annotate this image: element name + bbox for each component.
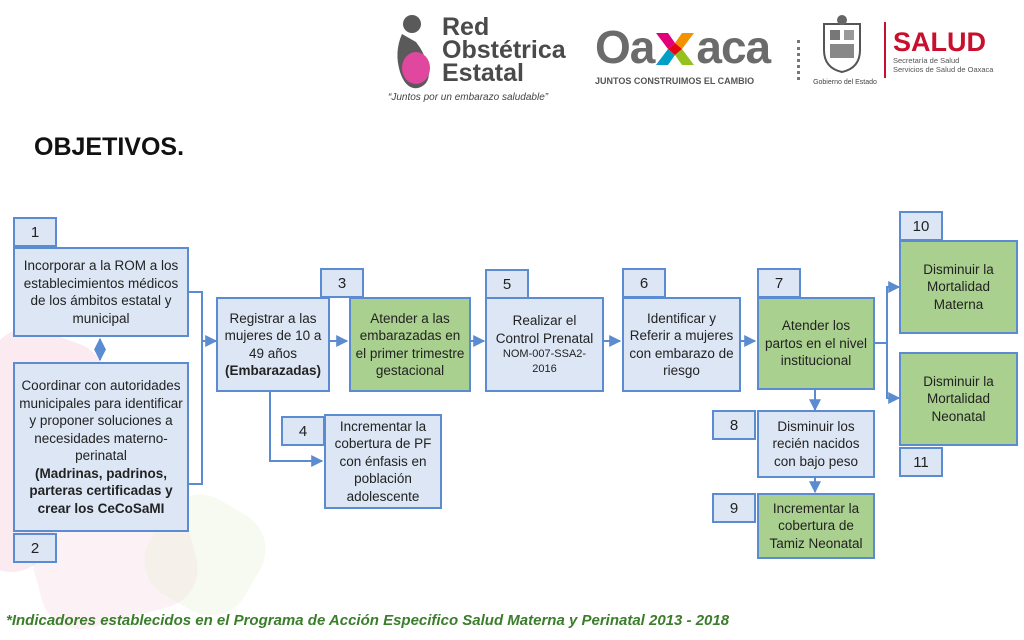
objective-4-text: Incrementar la cobertura de PF con énfas… [334,418,432,504]
objective-1-text: Incorporar a la ROM a los establecimient… [23,258,179,326]
objective-9-box: Incrementar la cobertura de Tamiz Neonat… [757,493,875,559]
objective-5-box: Realizar el Control Prenatal NOM-007-SSA… [485,297,604,392]
ron-logo-line2: Obstétrica [442,36,566,64]
connector [269,392,324,467]
oaxaca-tagline: JUNTOS CONSTRUIMOS EL CAMBIO [595,76,755,86]
step-number-3: 3 [320,268,364,298]
step-number-4: 4 [281,416,325,446]
objective-11-box: Disminuir la Mortalidad Neonatal [899,352,1018,446]
oaxaca-word-right: aca [696,21,771,73]
connector [875,281,901,344]
oaxaca-word-left: Oa [595,21,655,73]
divider [797,40,801,80]
objective-2-text: Coordinar con autoridades municipales pa… [19,378,183,463]
step-number-1: 1 [13,217,57,247]
salud-logo: SALUD Secretaría de Salud Servicios de S… [893,28,1003,74]
step-number-9: 9 [712,493,756,523]
page-title: OBJETIVOS. [34,133,185,161]
step-number-6: 6 [622,268,666,298]
objective-4-box: Incrementar la cobertura de PF con énfas… [324,414,442,509]
objective-1-box: Incorporar a la ROM a los establecimient… [13,247,189,337]
gobierno-logo: Gobierno del Estado [810,14,880,94]
salud-sub1: Secretaría de Salud [893,56,960,65]
ron-logo-line3: Estatal [442,59,524,87]
objective-5-text: Realizar el Control Prenatal [495,313,594,346]
objective-8-box: Disminuir los recién nacidos con bajo pe… [757,410,875,478]
register-women-text: Registrar a las mujeres de 10 a 49 años [224,310,322,361]
objective-9-text: Incrementar la cobertura de Tamiz Neonat… [769,500,863,551]
footnote: *Indicadores establecidos en el Programa… [6,612,730,629]
objective-7-box: Atender los partos en el nivel instituci… [757,297,875,390]
objective-6-text: Identificar y Referir a mujeres con emba… [629,310,734,379]
step-number-2: 2 [13,533,57,563]
ron-logo-line1: Red [442,13,490,41]
objective-3-text: Atender a las embarazadas en el primer t… [355,310,465,379]
objective-2-box: Coordinar con autoridades municipales pa… [13,362,189,532]
oaxaca-x-mark-icon [656,33,695,65]
oaxaca-logo: Oa aca JUNTOS CONSTRUIMOS EL CAMBIO [595,22,785,102]
connector [886,343,901,404]
objective-3-box: Atender a las embarazadas en el primer t… [349,297,471,392]
divider [884,22,886,78]
salud-word: SALUD [893,27,986,57]
objective-6-box: Identificar y Referir a mujeres con emba… [622,297,741,392]
objective-2-bold-text: (Madrinas, padrinos, parteras certificad… [29,465,173,516]
step-number-11: 11 [899,447,943,477]
step-number-10: 10 [899,211,943,241]
objective-8-text: Disminuir los recién nacidos con bajo pe… [772,418,860,469]
register-women-bold-text: (Embarazadas) [224,363,322,378]
bracket-connector [189,291,203,485]
state-seal-icon [823,15,861,74]
step-number-5: 5 [485,269,529,299]
register-women-box: Registrar a las mujeres de 10 a 49 años … [216,297,330,392]
objective-11-text: Disminuir la Mortalidad Neonatal [923,373,994,424]
step-number-8: 8 [712,410,756,440]
objective-10-box: Disminuir la Mortalidad Materna [899,240,1018,334]
objective-5-norm: NOM-007-SSA2-2016 [502,348,587,375]
ron-tagline: “Juntos por un embarazo saludable” [388,92,549,103]
red-obstetrica-logo: Red Obstétrica Estatal “Juntos por un em… [388,10,578,110]
gobierno-label: Gobierno del Estado [813,79,877,86]
objective-7-text: Atender los partos en el nivel instituci… [764,318,868,369]
step-number-7: 7 [757,268,801,298]
pregnant-woman-icon [397,15,430,89]
objective-10-text: Disminuir la Mortalidad Materna [923,261,994,312]
salud-sub2: Servicios de Salud de Oaxaca [893,65,994,74]
